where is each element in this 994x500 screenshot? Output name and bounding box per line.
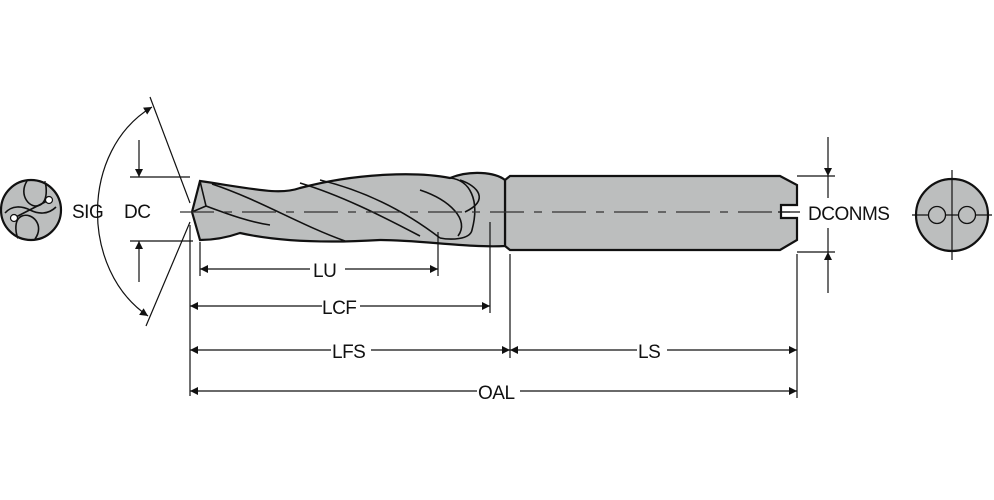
lcf-label: LCF bbox=[322, 298, 356, 319]
sig-label: SIG bbox=[72, 202, 103, 223]
sig-dimension bbox=[96, 96, 191, 327]
drill-shank bbox=[503, 174, 799, 252]
lu-label: LU bbox=[313, 261, 336, 282]
oal-label: OAL bbox=[478, 383, 515, 404]
shank-end-view bbox=[912, 170, 992, 260]
ls-label: LS bbox=[638, 342, 660, 363]
dconms-label: DCONMS bbox=[808, 204, 889, 225]
dconms-dimension bbox=[797, 137, 835, 293]
dc-dimension bbox=[130, 140, 193, 282]
extension-lines bbox=[189, 222, 798, 398]
tip-end-view bbox=[0, 178, 63, 242]
dc-label: DC bbox=[124, 202, 150, 223]
drill-flutes bbox=[190, 171, 507, 248]
lfs-label: LFS bbox=[332, 342, 365, 363]
